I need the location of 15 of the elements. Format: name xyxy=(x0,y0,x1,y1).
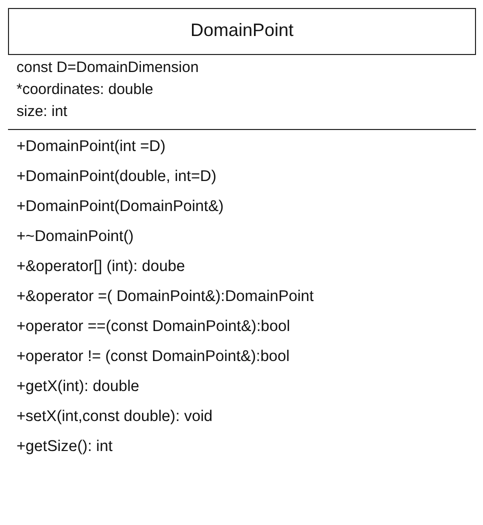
method-text: +getSize(): int xyxy=(16,438,113,456)
method-text: +~DomainPoint() xyxy=(16,228,134,246)
method-text: +setX(int,const double): void xyxy=(16,408,213,426)
attribute-text: const D=DomainDimension xyxy=(16,59,199,76)
method-text: +&operator =( DomainPoint&):DomainPoint xyxy=(16,288,314,306)
method-text: +DomainPoint(DomainPoint&) xyxy=(16,198,224,216)
attribute-text: size: int xyxy=(16,103,68,120)
method-text: +DomainPoint(int =D) xyxy=(16,138,166,156)
method-text: +&operator[] (int): doube xyxy=(16,258,185,276)
method-text: +operator != (const DomainPoint&):bool xyxy=(16,348,290,366)
method-text: +operator ==(const DomainPoint&):bool xyxy=(16,318,290,336)
method-text: +DomainPoint(double, int=D) xyxy=(16,168,216,186)
attribute-text: *coordinates: double xyxy=(16,81,154,98)
method-text: +getX(int): double xyxy=(16,378,140,396)
class-name: DomainPoint xyxy=(189,20,295,41)
